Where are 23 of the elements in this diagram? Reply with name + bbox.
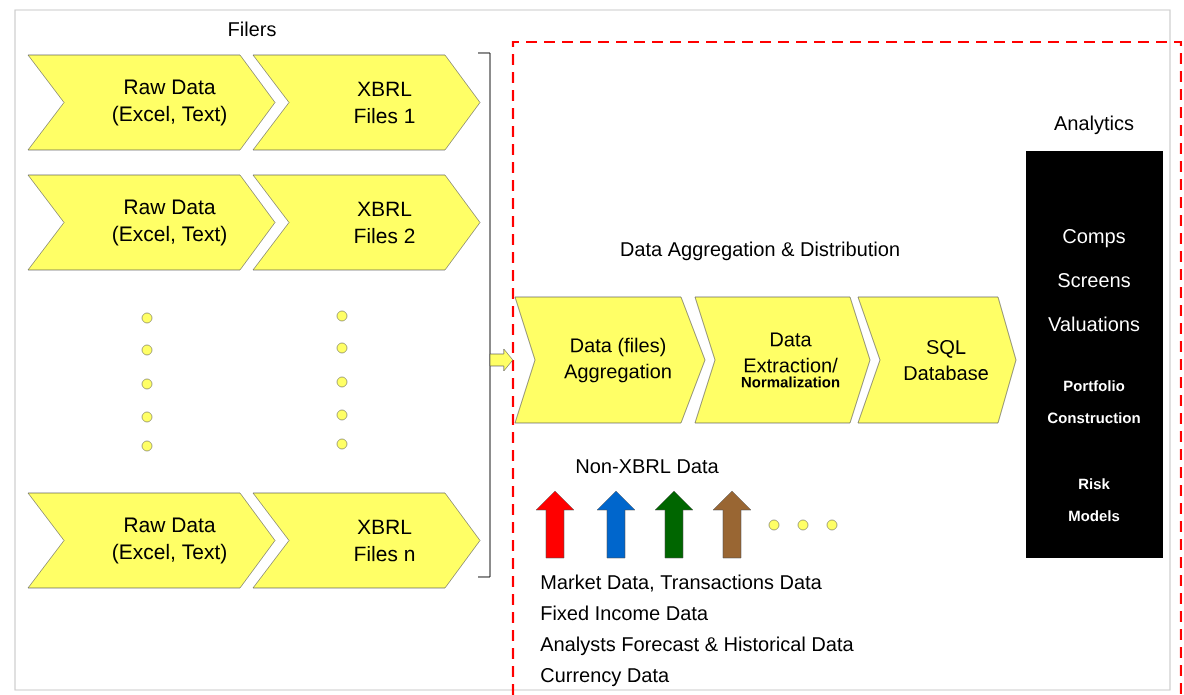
heading: Analytics bbox=[1054, 115, 1134, 135]
box-text: Screens bbox=[1058, 273, 1130, 288]
process-step: Data (files) Aggregation bbox=[514, 296, 706, 424]
process-step: Data Extraction/ Normalization bbox=[694, 296, 871, 424]
process-step: Raw Data (Excel, Text) bbox=[27, 174, 276, 271]
label: Fixed Income Data bbox=[541, 605, 708, 621]
process-step: Raw Data (Excel, Text) bbox=[27, 54, 276, 151]
box-text: Portfolio Construction bbox=[1047, 380, 1140, 424]
label: Filers bbox=[229, 21, 276, 37]
box-text: Comps bbox=[1063, 229, 1125, 248]
box-text: Valuations bbox=[1048, 316, 1140, 332]
label: Market Data, Transactions Data bbox=[541, 574, 822, 592]
box-text: Risk Models bbox=[1069, 478, 1120, 522]
label: Currency Data bbox=[541, 668, 670, 687]
process-step: Raw Data (Excel, Text) bbox=[27, 492, 276, 589]
label: Non-XBRL Data bbox=[576, 459, 719, 474]
block-arrow bbox=[489, 348, 514, 372]
label: Data Aggregation & Distribution bbox=[621, 241, 899, 261]
process-step: XBRL Files 1 bbox=[252, 54, 481, 151]
process-step: XBRL Files n bbox=[252, 492, 481, 589]
process-step: XBRL Files 2 bbox=[252, 174, 481, 271]
process-step: SQL Database bbox=[857, 296, 1017, 424]
label: Analysts Forecast & Historical Data bbox=[540, 636, 854, 656]
